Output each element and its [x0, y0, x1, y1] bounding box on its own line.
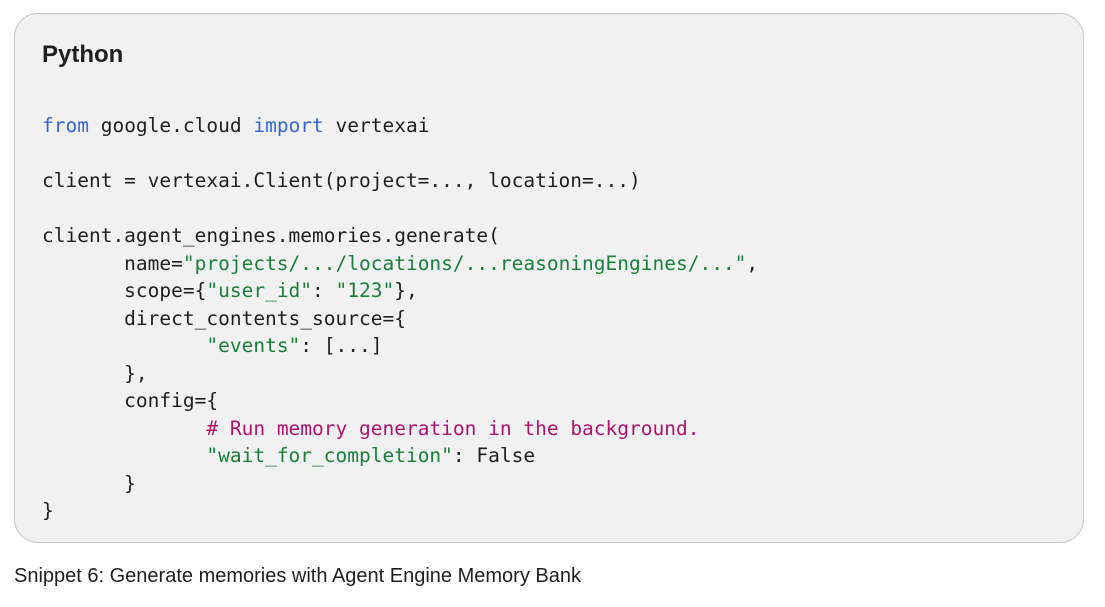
code-text: ,: [746, 251, 759, 275]
code-text: },: [42, 361, 148, 385]
code-text: config={: [42, 389, 219, 412]
code-string: "wait_for_completion": [206, 444, 453, 467]
code-line: }: [42, 497, 758, 525]
code-line: client.agent_engines.memories.generate(: [42, 222, 758, 250]
code-language-label: Python: [42, 41, 124, 68]
code-line: scope={"user_id": "123"},: [42, 277, 758, 305]
code-string: "projects/.../locations/...reasoningEngi…: [182, 251, 747, 275]
code-line: },: [42, 360, 758, 388]
code-text: scope={: [42, 279, 207, 302]
code-line: # Run memory generation in the backgroun…: [42, 415, 758, 443]
code-text: }: [42, 471, 136, 495]
code-text: :: [312, 279, 336, 302]
code-text: : False: [452, 444, 536, 467]
code-string: "123": [335, 279, 395, 302]
code-line: client = vertexai.Client(project=..., lo…: [42, 167, 758, 195]
code-line: name="projects/.../locations/...reasonin…: [42, 250, 758, 278]
code-line: config={: [42, 387, 758, 415]
code-text: [42, 334, 206, 357]
code-line: "events": [...]: [42, 332, 758, 360]
code-line: [42, 195, 758, 223]
code-text: client.agent_engines.memories.generate(: [42, 224, 500, 247]
code-line: from google.cloud import vertexai: [42, 112, 758, 140]
code-text: },: [394, 279, 418, 302]
code-line: }: [42, 470, 758, 498]
code-comment: # Run memory generation in the backgroun…: [206, 416, 700, 440]
code-string: "events": [206, 334, 301, 357]
snippet-caption: Snippet 6: Generate memories with Agent …: [14, 565, 581, 587]
code-string: "user_id": [206, 279, 313, 302]
code-text: client = vertexai.Client(project=..., lo…: [42, 169, 641, 192]
code-text: : [...]: [300, 334, 383, 357]
code-body: from google.cloud import vertexai client …: [42, 112, 758, 525]
code-text: [42, 417, 206, 440]
code-text: vertexai: [323, 114, 430, 137]
code-text: name=: [42, 251, 183, 275]
code-text: google.cloud: [88, 114, 254, 137]
code-text: [42, 444, 206, 467]
code-line: direct_contents_source={: [42, 305, 758, 333]
code-line: [42, 140, 758, 168]
code-keyword: from: [42, 114, 89, 137]
code-line: "wait_for_completion": False: [42, 442, 758, 470]
code-keyword: import: [253, 114, 324, 137]
code-text: }: [42, 499, 54, 522]
code-block: Python from google.cloud import vertexai…: [14, 13, 1084, 543]
code-text: direct_contents_source={: [42, 306, 406, 330]
